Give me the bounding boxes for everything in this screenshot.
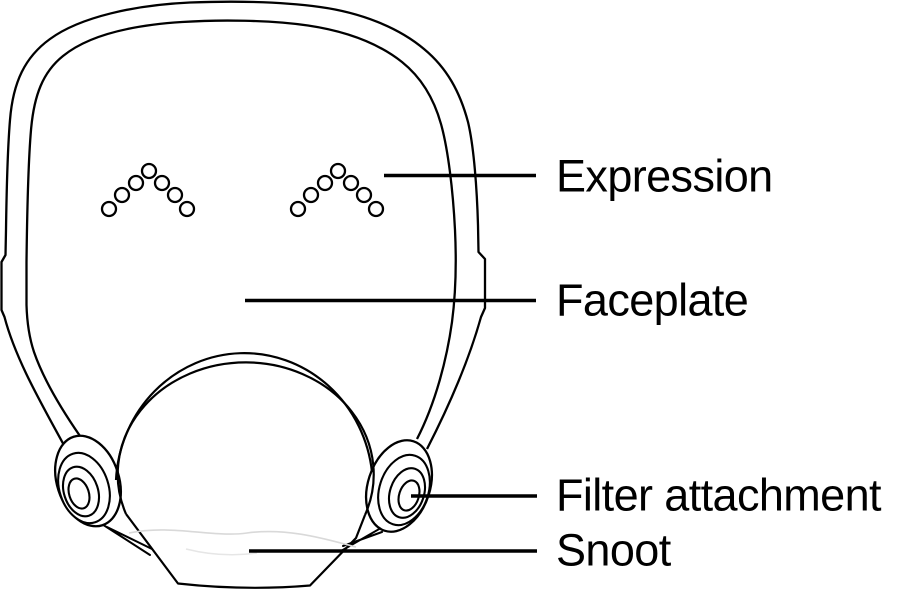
mask-shell bbox=[0, 0, 487, 450]
snoot-label: Snoot bbox=[556, 524, 671, 576]
eye-dot bbox=[140, 162, 158, 180]
eye-dot bbox=[289, 200, 307, 218]
expression-dots bbox=[100, 162, 385, 218]
left-eye-chevron bbox=[100, 162, 196, 218]
expression-label: Expression bbox=[556, 150, 773, 202]
faceplate-label: Faceplate bbox=[556, 274, 749, 326]
mask-outline-inner bbox=[25, 19, 457, 440]
leader-lines bbox=[245, 173, 537, 553]
left-filter-attachment bbox=[54, 434, 122, 528]
snoot-shade-line bbox=[128, 529, 357, 548]
snoot bbox=[114, 352, 375, 589]
snoot-dome-arc bbox=[114, 352, 374, 481]
right-filter-port-hole bbox=[397, 479, 421, 512]
eye-dot bbox=[127, 174, 145, 192]
eye-dot bbox=[342, 174, 360, 192]
eye-dot bbox=[153, 174, 171, 192]
eye-dot bbox=[316, 174, 334, 192]
eye-dot bbox=[355, 186, 373, 204]
eye-dot bbox=[178, 200, 196, 218]
eye-dot bbox=[329, 162, 347, 180]
snoot-chin-guard bbox=[125, 513, 367, 589]
eye-dot bbox=[100, 200, 118, 218]
eye-dot bbox=[367, 200, 385, 218]
right-filter-attachment bbox=[364, 439, 434, 533]
right-eye-chevron bbox=[289, 162, 385, 218]
filter-attachment-label: Filter attachment bbox=[556, 469, 882, 521]
left-filter-port-hole bbox=[67, 477, 91, 510]
snoot-shade-line-2 bbox=[185, 548, 258, 556]
mask-outline-outer bbox=[0, 0, 487, 450]
eye-dot bbox=[166, 186, 184, 204]
eye-dot bbox=[302, 186, 320, 204]
snoot-ball bbox=[116, 361, 375, 516]
eye-dot bbox=[113, 186, 131, 204]
